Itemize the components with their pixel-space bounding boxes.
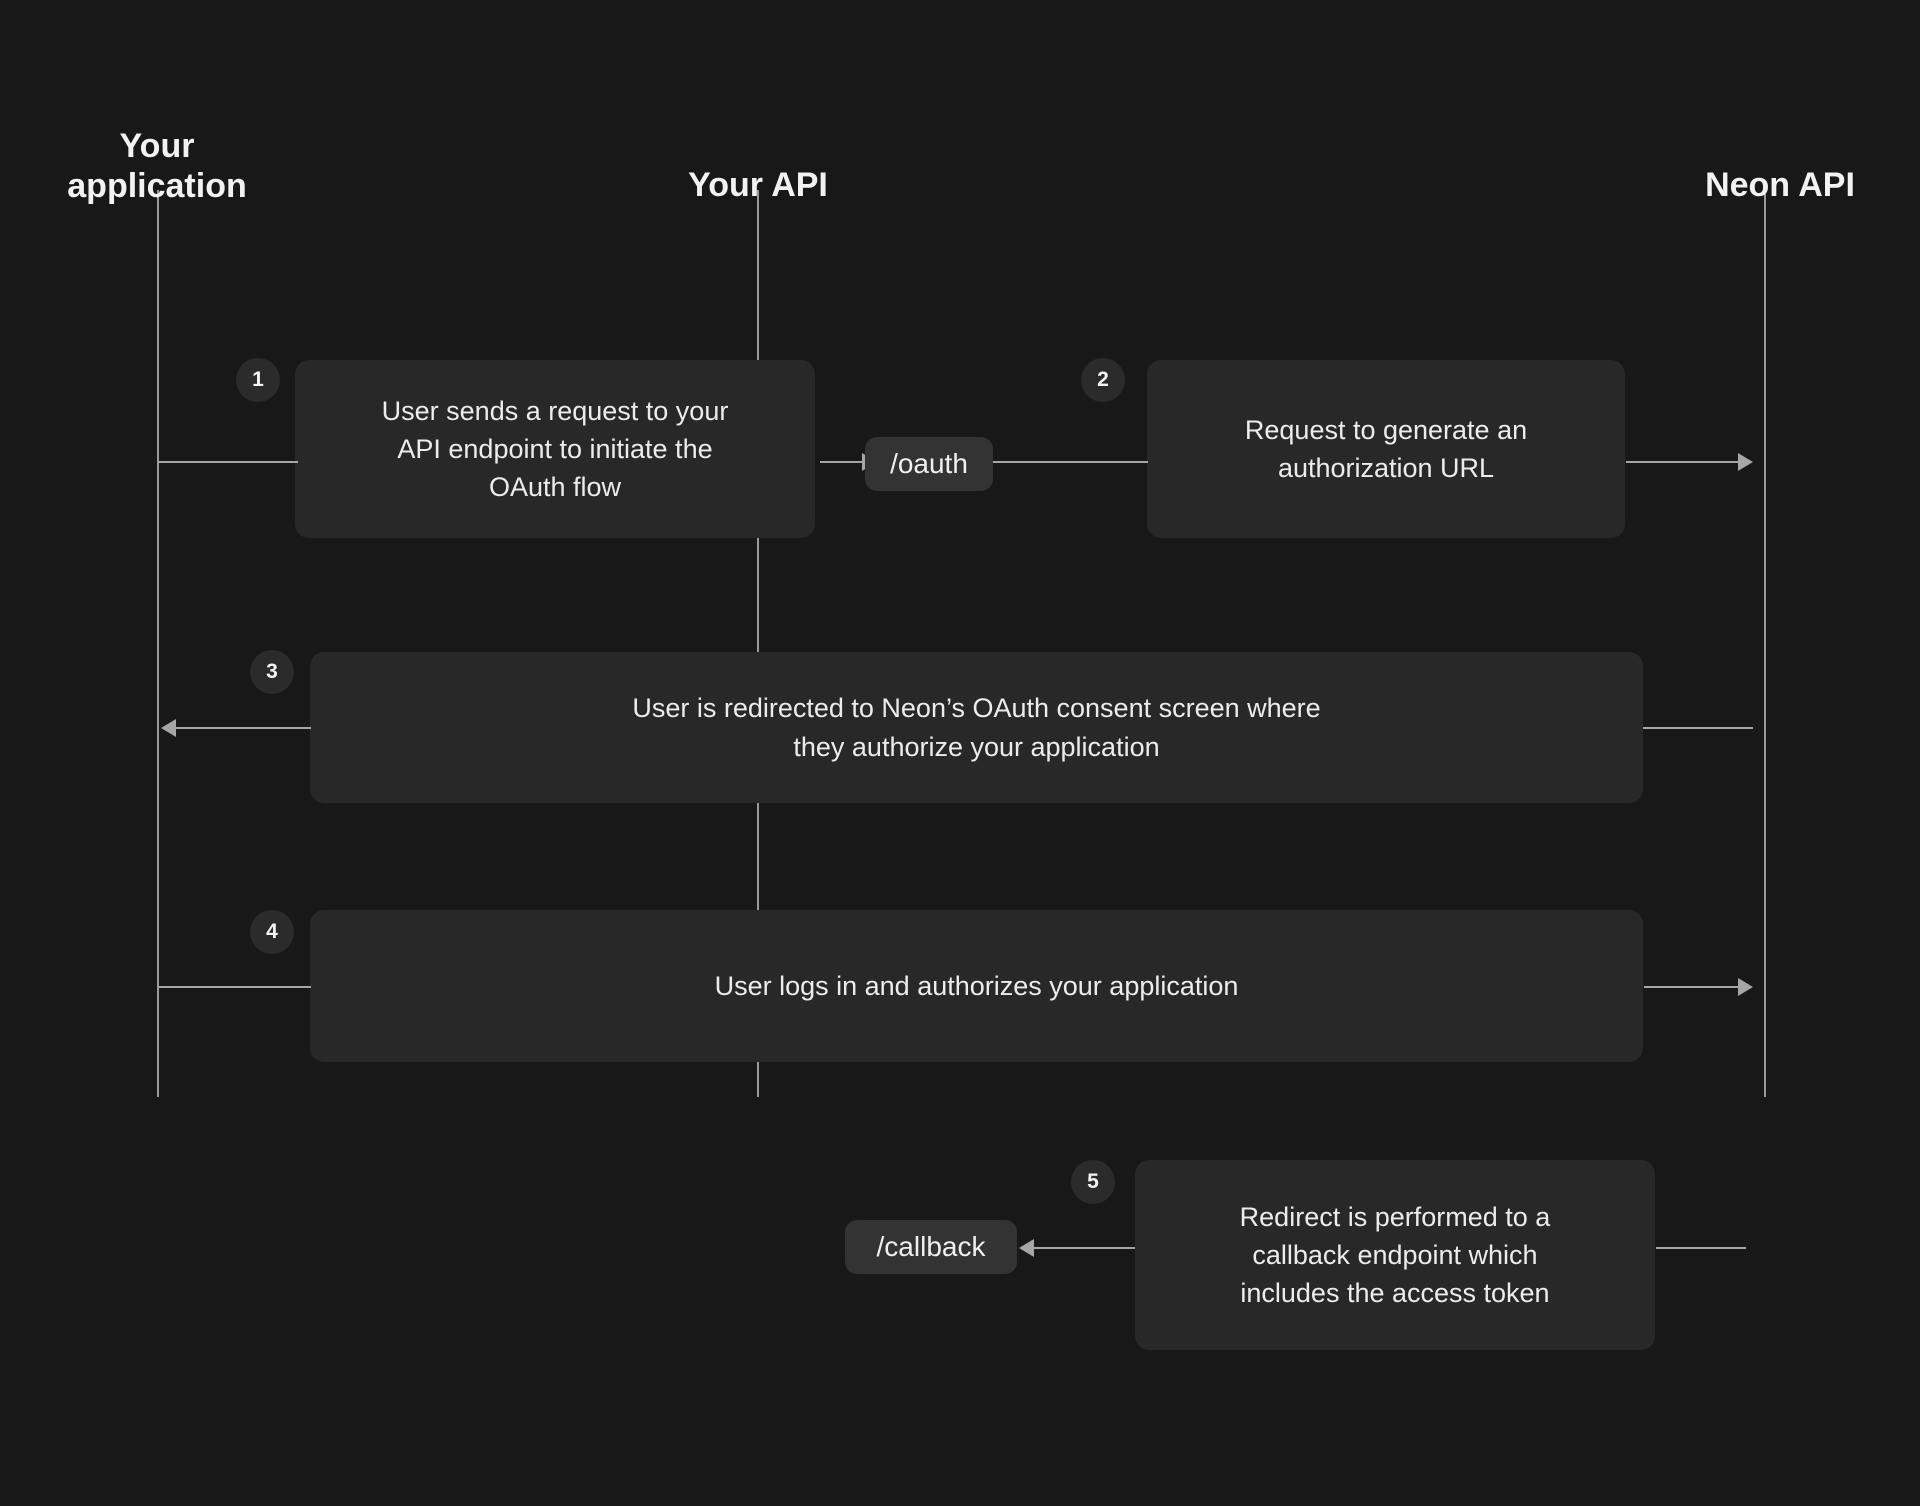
lifeline-your-application	[157, 190, 159, 1097]
arrowhead-step-4	[1738, 978, 1753, 996]
message-box-step-3: User is redirected to Neon’s OAuth conse…	[310, 652, 1643, 803]
connector-step-3-left	[176, 727, 311, 729]
endpoint-pill-callback[interactable]: /callback	[845, 1220, 1017, 1274]
lifeline-label-neon-api: Neon API	[1705, 166, 1855, 204]
step-badge-1: 1	[236, 358, 280, 402]
message-box-step-1: User sends a request to your API endpoin…	[295, 360, 815, 538]
message-text-step-1: User sends a request to your API endpoin…	[381, 395, 729, 503]
connector-step-4-right	[1644, 986, 1740, 988]
step-badge-5: 5	[1071, 1160, 1115, 1204]
connector-step-5-right	[1656, 1247, 1746, 1249]
arrowhead-step-5	[1019, 1239, 1034, 1257]
connector-step-2-right	[1626, 461, 1741, 463]
connector-step-1-left	[158, 461, 298, 463]
arrowhead-step-2	[1738, 453, 1753, 471]
connector-step-1-to-box2	[993, 461, 1148, 463]
lifeline-label-your-application: Your application	[67, 127, 247, 206]
lifeline-label-your-api: Your API	[688, 166, 828, 204]
endpoint-pill-oauth[interactable]: /oauth	[865, 437, 993, 491]
connector-step-5-left	[1034, 1247, 1135, 1249]
step-badge-2: 2	[1081, 358, 1125, 402]
message-box-step-2: Request to generate an authorization URL	[1147, 360, 1625, 538]
message-text-step-2: Request to generate an authorization URL	[1244, 414, 1528, 483]
message-box-step-4: User logs in and authorizes your applica…	[310, 910, 1643, 1062]
connector-step-3-right	[1643, 727, 1753, 729]
message-box-step-5: Redirect is performed to a callback endp…	[1135, 1160, 1655, 1350]
message-text-step-4: User logs in and authorizes your applica…	[714, 970, 1239, 1001]
connector-step-1-right	[820, 461, 865, 463]
step-badge-3: 3	[250, 650, 294, 694]
lifeline-neon-api	[1764, 190, 1766, 1097]
message-text-step-5: Redirect is performed to a callback endp…	[1239, 1201, 1551, 1309]
message-text-step-3: User is redirected to Neon’s OAuth conse…	[632, 693, 1321, 762]
arrowhead-step-3	[161, 719, 176, 737]
connector-step-4-left	[158, 986, 311, 988]
step-badge-4: 4	[250, 910, 294, 954]
lifeline-your-api	[757, 190, 759, 1097]
